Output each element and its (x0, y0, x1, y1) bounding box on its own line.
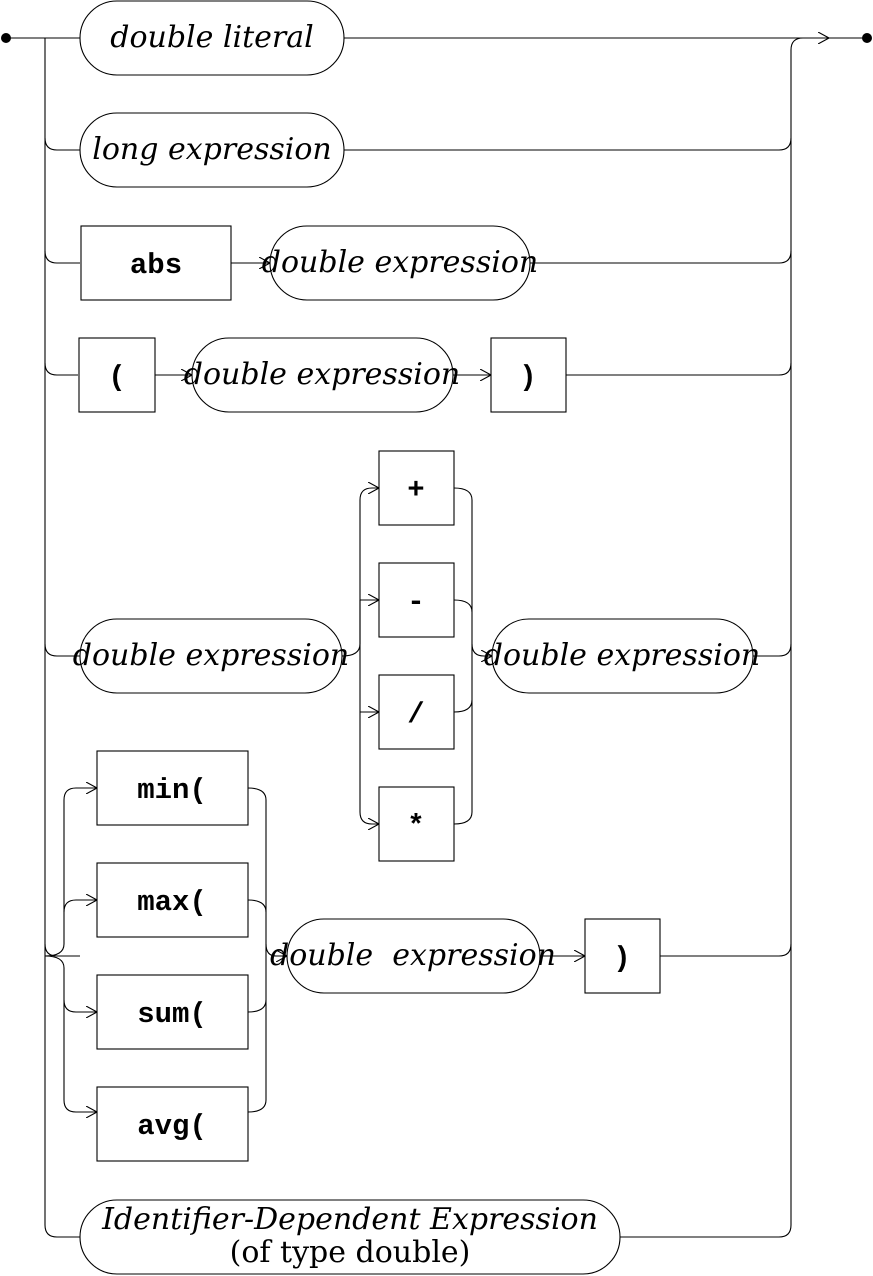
nonterminal-double-expression-abs: double expression (262, 225, 538, 301)
terminal-label: + (407, 474, 424, 507)
terminal-label: ) (613, 942, 630, 975)
terminal-label: abs (130, 249, 182, 282)
nonterminal-label: double expression (262, 245, 538, 280)
connection-lines (1, 33, 872, 1238)
terminal-max: max( (96, 862, 249, 938)
terminal-multiply: * (378, 786, 455, 862)
nonterminal-double-expression-right-operand: double expression (484, 618, 760, 694)
terminal-open-paren: ( (78, 337, 156, 413)
terminal-min: min( (96, 750, 249, 826)
right-rail (790, 37, 804, 1225)
terminal-abs: abs (80, 225, 232, 301)
nonterminal-label-line1: Identifier-Dependent Expression (101, 1202, 598, 1237)
terminal-close-paren-aggregate: ) (584, 918, 661, 994)
nonterminal-label: double literal (110, 20, 314, 55)
nonterminal-double-expression-paren: double expression (184, 337, 460, 413)
end-dot (862, 33, 872, 43)
nonterminal-long-expression: long expression (79, 112, 345, 188)
terminal-label: ) (519, 361, 536, 394)
nonterminal-label: double expression (184, 357, 460, 392)
nonterminal-label: double expression (484, 638, 760, 673)
terminal-label: max( (137, 886, 207, 919)
nonterminal-double-expression-aggregate: double expression (270, 918, 556, 994)
nonterminal-label: long expression (92, 132, 331, 167)
nonterminal-label: double expression (270, 938, 556, 973)
terminal-label: / (407, 698, 424, 731)
terminal-avg: avg( (96, 1086, 249, 1162)
terminal-sum: sum( (96, 974, 249, 1050)
nonterminal-double-literal: double literal (79, 0, 345, 76)
terminal-plus: + (378, 450, 455, 526)
terminal-close-paren: ) (490, 337, 567, 413)
terminal-label: - (407, 586, 424, 619)
terminal-divide: / (378, 674, 455, 750)
terminal-label: ( (108, 361, 125, 394)
nonterminal-double-expression-left-operand: double expression (73, 618, 349, 694)
terminal-label: min( (137, 774, 207, 807)
terminal-label: sum( (137, 998, 207, 1031)
terminal-label: * (407, 810, 424, 843)
nonterminal-label: double expression (73, 638, 349, 673)
nonterminal-identifier-dependent-expression: Identifier-Dependent Expression (of type… (79, 1199, 621, 1275)
terminal-minus: - (378, 562, 455, 638)
terminal-label: avg( (137, 1110, 207, 1143)
nonterminal-label-line2: (of type double) (230, 1235, 471, 1270)
left-rail (44, 38, 80, 1238)
